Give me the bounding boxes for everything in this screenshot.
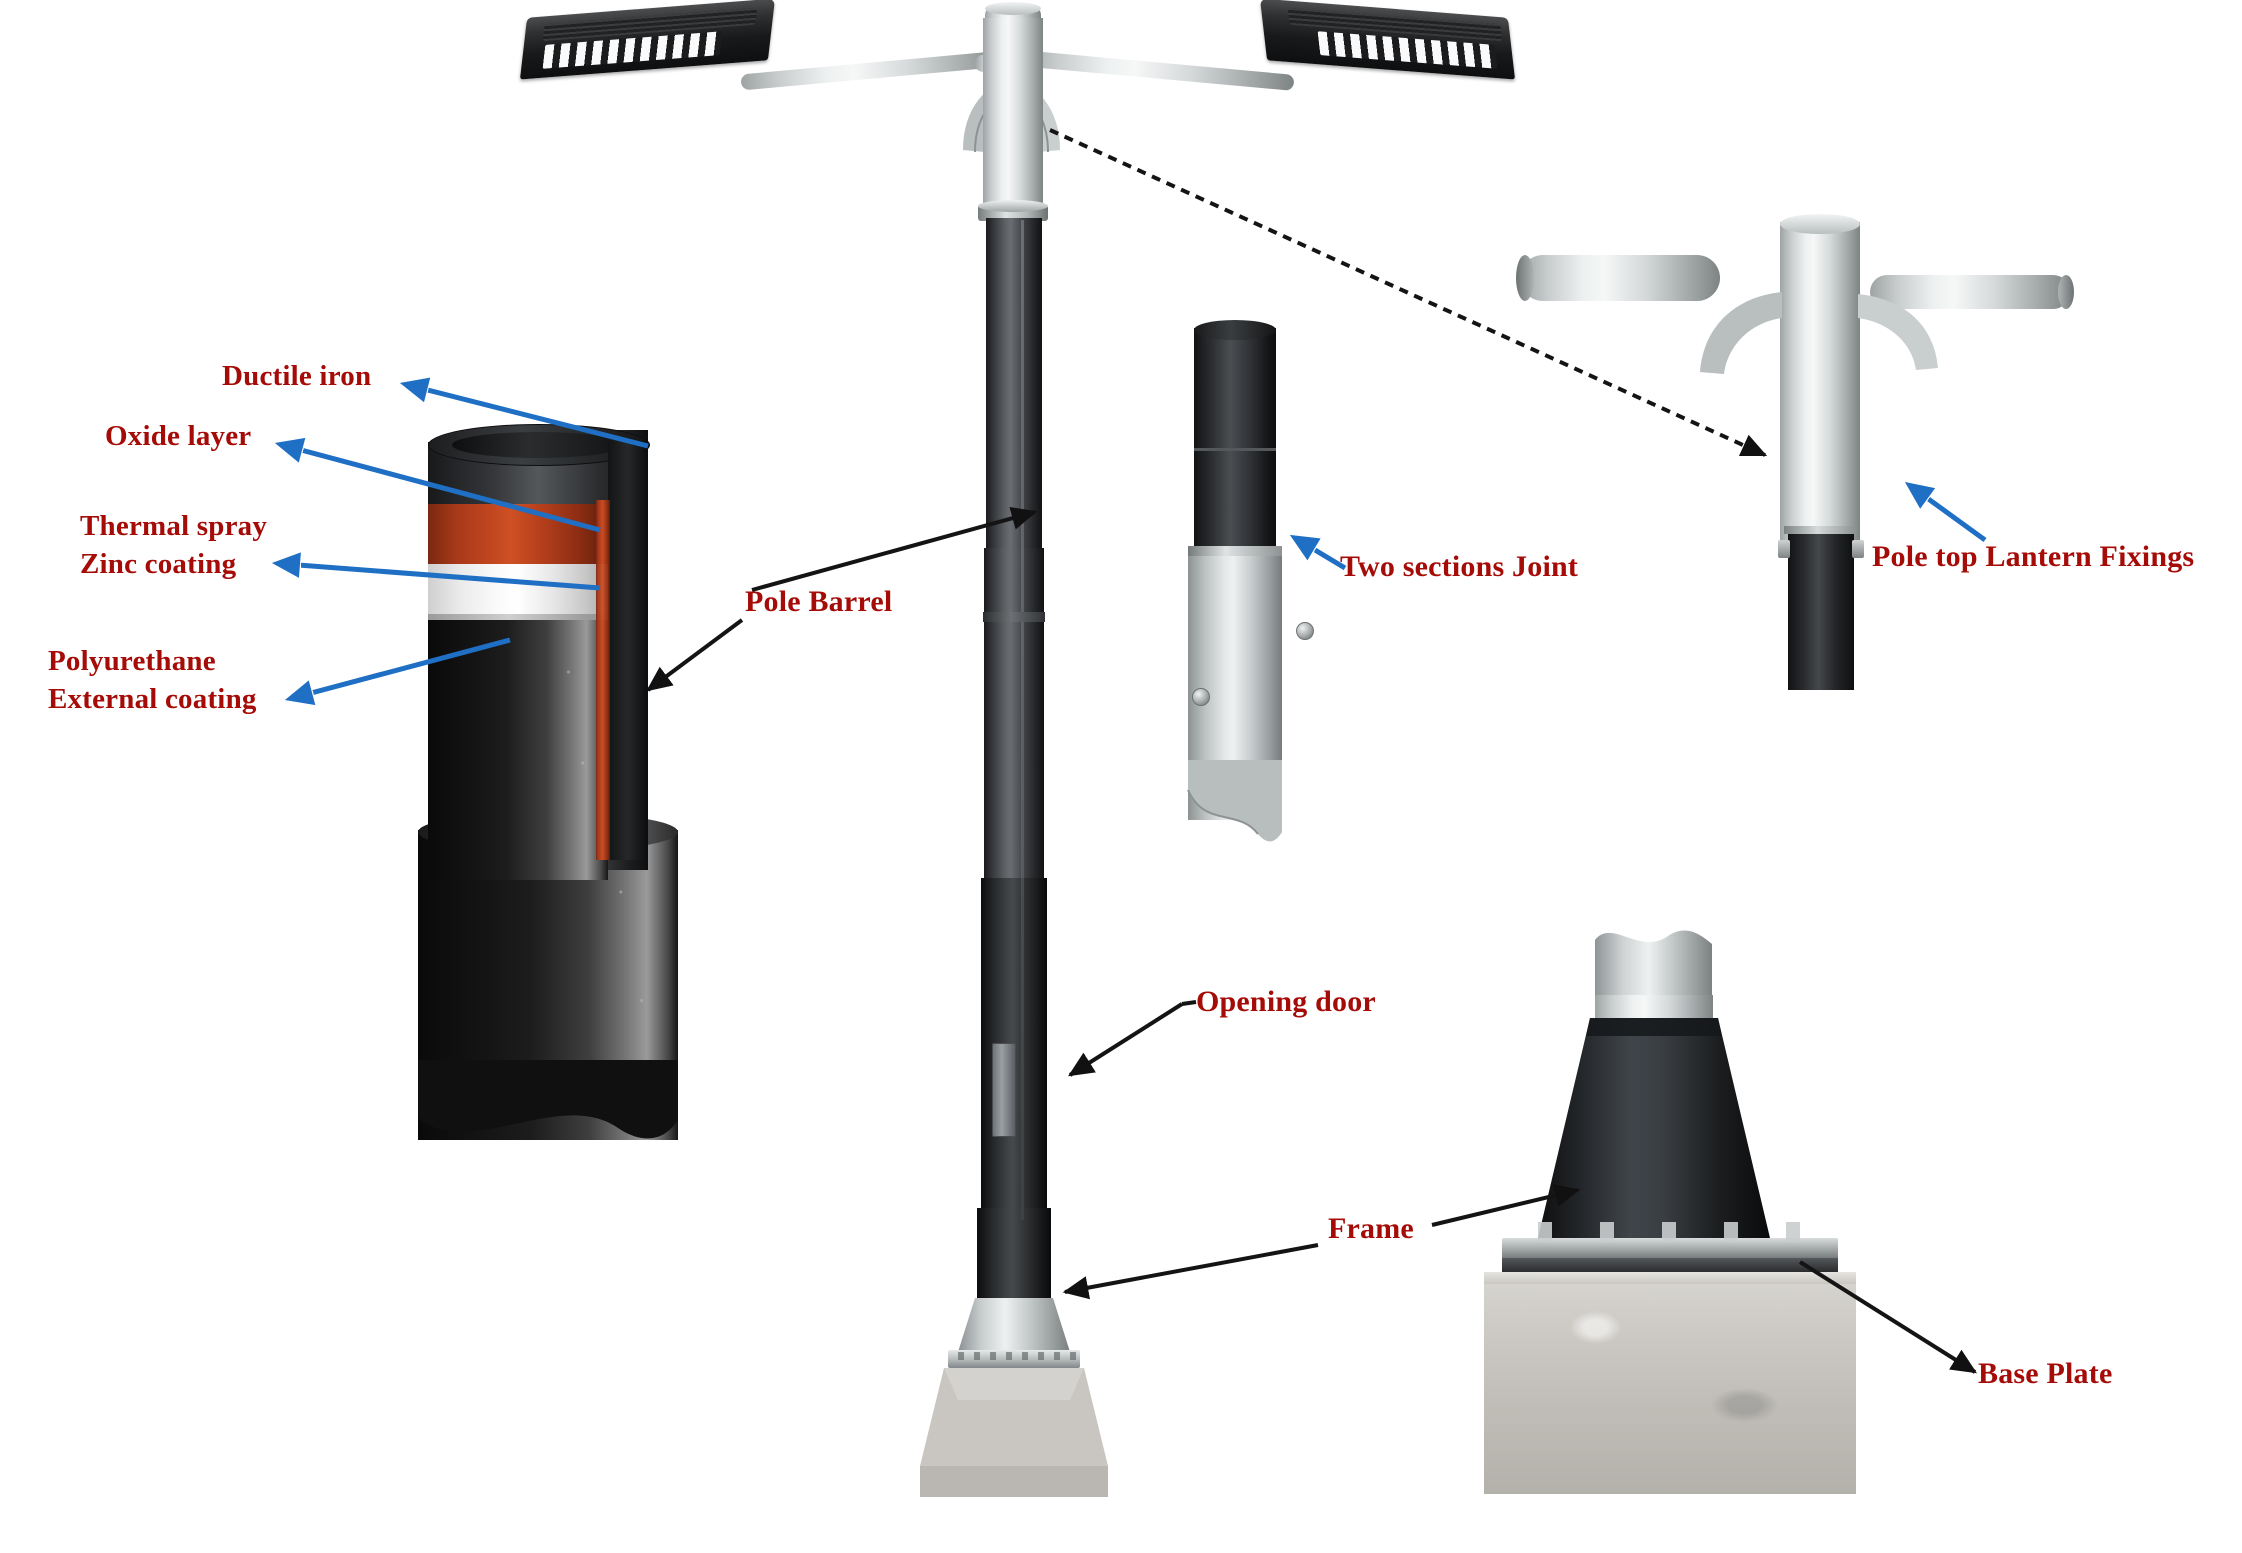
label-oxide-layer: Oxide layer [105,420,252,452]
pole-barrel-seg-a [986,218,1042,548]
barrel-seam-highlight [1021,220,1024,1220]
cutaway-top-inner-ellipse [452,432,624,458]
joint-detail-bolt-upper [1296,622,1314,640]
opening-door[interactable] [992,1043,1016,1137]
fixing-bolt-left [1778,540,1790,558]
arrow-two-sections-joint [1290,535,1347,571]
joint-detail-bolt-lower [1192,688,1210,706]
fixing-left-spigot [1520,255,1720,301]
label-thermal-spray-line1: Thermal spray [80,510,268,542]
fixing-right-spigot [1870,275,2070,309]
base-detail-base-plate-lower [1502,1258,1838,1272]
label-polyurethane-line2: External coating [48,683,257,715]
label-ductile-iron: Ductile iron [222,360,372,392]
cutaway-cut-face-oxide [596,500,610,860]
cutaway-cut-face-ductile [608,440,648,860]
fixing-right-spigot-end [2058,275,2074,309]
column-top-cap-ellipse [985,2,1041,15]
joint-detail-lower-metal-section [1188,550,1282,820]
label-two-sections-joint: Two sections Joint [1340,550,1579,583]
joint-detail-upper-dark-section [1194,328,1276,550]
cutaway-band-polyurethane [428,620,608,880]
label-pole-barrel: Pole Barrel [745,585,893,618]
label-pole-top-lantern-fixings: Pole top Lantern Fixings [1872,540,2195,573]
base-detail-column-stub-body [1595,995,1713,1023]
pole-barrel-seg-b [984,548,1044,878]
pole-barrel-seg-d [977,1208,1051,1298]
label-opening-door: Opening door [1196,985,1376,1018]
fixing-bolt-right [1852,540,1864,558]
fixing-stub-collar [1784,526,1858,534]
column-base-plate-bolts [948,1352,1080,1360]
base-detail-foundation-top-edge [1484,1272,1856,1284]
fixing-centre-post-top [1780,214,1860,234]
arrow-pole-top-lantern-fixings [1905,482,1987,543]
upper-shaft [983,18,1043,218]
label-base-plate: Base Plate [1978,1357,2113,1390]
joint-detail-collar [1188,546,1282,556]
label-frame: Frame [1328,1212,1414,1245]
base-detail-base-plate [1502,1238,1838,1260]
cutaway-band-zinc-coating [428,564,608,618]
column-mid-joint-band [983,612,1045,622]
label-thermal-spray-line2: Zinc coating [80,548,237,580]
label-polyurethane-line1: Polyurethane [48,645,216,677]
arrow-opening-door [1068,1000,1197,1077]
cutaway-band-zinc-shadow [428,614,608,620]
fixing-left-spigot-end [1516,255,1534,301]
cutaway-band-oxide-layer [428,504,608,564]
fixing-centre-post [1780,222,1860,542]
joint-detail-seam [1194,448,1276,451]
fixing-lower-dark-stub [1788,530,1854,690]
column-joint-collar-top [978,200,1048,212]
left-outreach-arm [740,50,1011,91]
base-detail-holding-down-bolts [1510,1222,1830,1242]
joint-detail-top-ellipse [1194,320,1276,340]
right-outreach-arm [1019,50,1295,91]
base-detail-foundation [1484,1272,1856,1494]
